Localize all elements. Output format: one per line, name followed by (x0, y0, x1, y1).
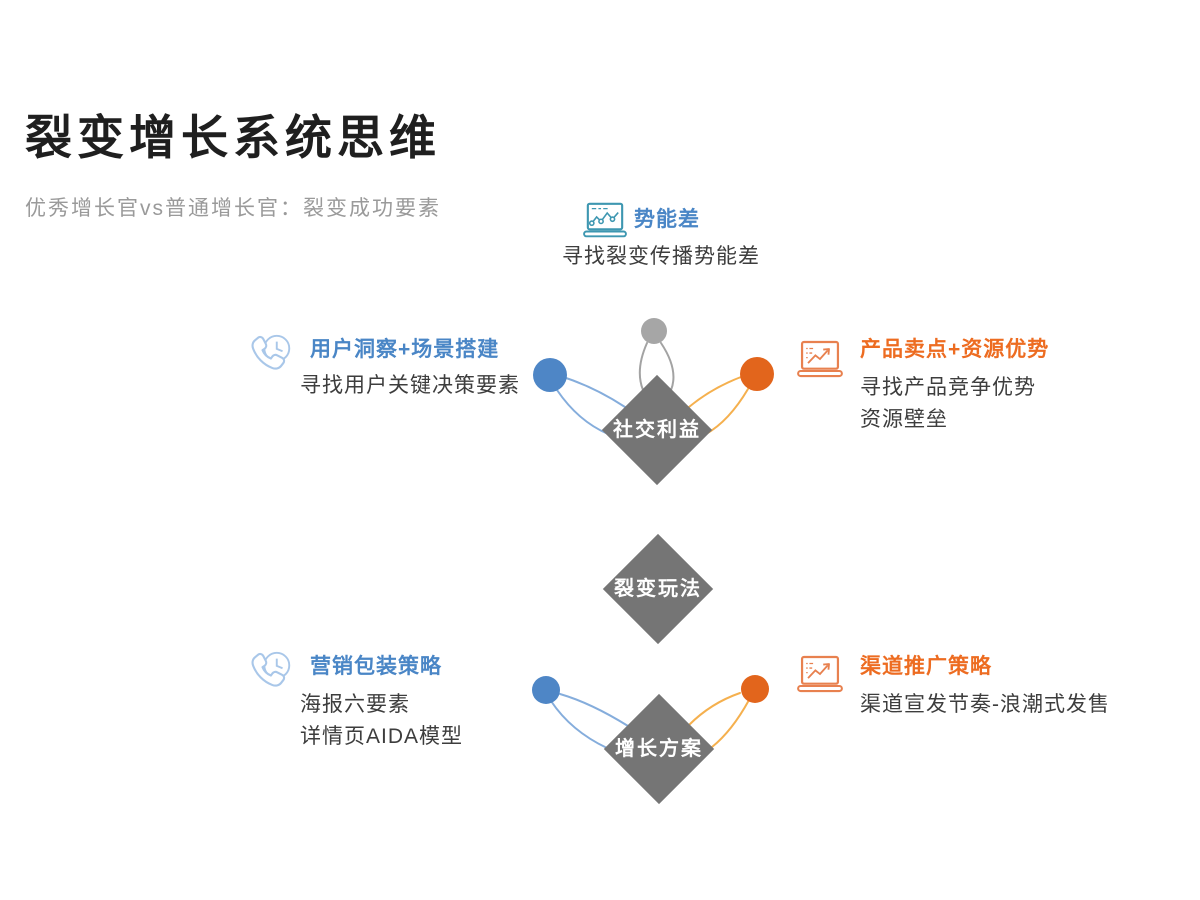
diamond-growth-plan-label: 增长方案 (615, 738, 703, 760)
laptop-trend-icon (797, 655, 843, 694)
page-title: 裂变增长系统思维 (25, 111, 441, 164)
phone-clock-icon (246, 332, 296, 382)
node-product-label: 产品卖点+资源优势 (860, 338, 1050, 361)
node-potential-label: 势能差 (634, 208, 700, 231)
node-marketing-desc-2: 详情页AIDA模型 (300, 725, 464, 748)
node-user-insight-label: 用户洞察+场景搭建 (310, 338, 500, 361)
diamond-fission-play-label: 裂变玩法 (614, 578, 702, 600)
node-product-desc-1: 寻找产品竞争优势 (860, 376, 1036, 399)
laptop-analytics-icon (583, 202, 627, 239)
node-channel-label: 渠道推广策略 (860, 655, 992, 678)
phone-clock-icon (246, 649, 296, 699)
dot-blue-bottom-left (532, 676, 560, 704)
node-user-insight-desc: 寻找用户关键决策要素 (300, 374, 520, 397)
node-marketing-desc-1: 海报六要素 (300, 693, 410, 716)
laptop-trend-icon (797, 340, 843, 379)
dot-orange-bottom-right (741, 675, 769, 703)
page-subtitle: 优秀增长官vs普通增长官：裂变成功要素 (25, 197, 441, 220)
dot-orange-mid-right (740, 357, 774, 391)
diamond-social-benefit-label: 社交利益 (613, 419, 701, 441)
dot-blue-mid-left (533, 358, 567, 392)
node-channel-desc: 渠道宣发节奏-浪潮式发售 (860, 693, 1110, 716)
dot-gray-top (641, 318, 667, 344)
node-marketing-label: 营销包装策略 (310, 655, 442, 678)
node-product-desc-2: 资源壁垒 (860, 408, 948, 431)
node-potential-desc: 寻找裂变传播势能差 (562, 245, 760, 268)
